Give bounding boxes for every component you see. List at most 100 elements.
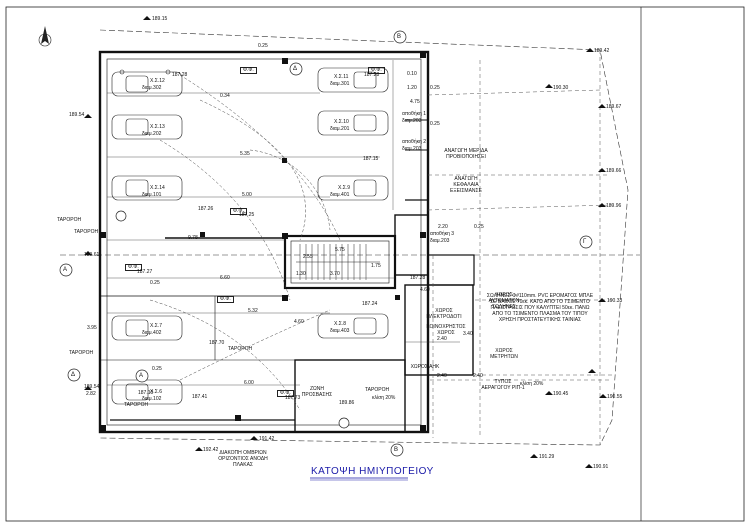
- note-anagogi-2: ΑΝΑΓΩΓΗ ΚΕΦΑΛΑΙΑ ΕΞΕΙΣΜΑΝΣΕ: [450, 176, 482, 194]
- dim-value: 0.25: [258, 43, 268, 49]
- level-value: 191.42: [259, 436, 275, 442]
- level-value: 190.30: [553, 85, 569, 91]
- storage-area: διαμ.203: [402, 118, 422, 124]
- dim-value: 2.40: [437, 373, 447, 379]
- drawing-title: ΚΑΤΟΨΗ ΗΜΙΥΠΟΓΕΙΟΥ: [311, 466, 434, 477]
- zone-label: ΖΩΝΗ ΠΡΟΣΒΑΣΗΣ: [301, 386, 333, 398]
- parking-name: Χ.Σ.9: [338, 185, 350, 191]
- storage-name: αποθήκη 1: [402, 111, 427, 117]
- level-value: 187.15: [363, 156, 379, 162]
- dim-value: 0.25: [474, 224, 484, 230]
- level-value: 189.54: [69, 112, 85, 118]
- sheet-border: [5, 6, 745, 522]
- parking-name: Χ.Σ.14: [150, 185, 165, 191]
- dim-value: 4.60: [294, 319, 304, 325]
- ff-tag: Φ.Φ.: [217, 296, 234, 303]
- axis-label-right: Γ: [583, 239, 587, 245]
- dim-value: 5.35: [240, 151, 250, 157]
- level-value: 187.24: [362, 301, 378, 307]
- parking-name: Χ.Σ.13: [150, 124, 165, 130]
- car-slot-9: [317, 175, 389, 201]
- drainage-label: ΤΑΡΟΡΟΗ: [69, 350, 94, 356]
- dim-value: 0.10: [407, 71, 417, 77]
- dim-value: 5.32: [248, 308, 258, 314]
- dim-value: 6.00: [244, 380, 254, 386]
- dim-value: 0.25: [152, 366, 162, 372]
- drainage-label: ΤΑΡΟΡΟΗ: [228, 346, 253, 352]
- dim-value: 2.55: [303, 254, 313, 260]
- level-value: 189.54: [84, 384, 100, 390]
- axis-label-left-d: Δ: [71, 372, 76, 378]
- ff-tag: Φ.Φ.: [277, 390, 294, 397]
- level-value: 190.45: [553, 391, 569, 397]
- axis-bubble-a2: [135, 369, 149, 383]
- ff-tag: Φ.Φ.: [368, 67, 385, 74]
- axis-label-d2: Δ: [293, 66, 298, 72]
- slope-label: κλίση 20%: [372, 395, 396, 401]
- car-slot-10: [317, 110, 389, 136]
- level-value: 189.42: [594, 48, 610, 54]
- parking-area: διαμ.403: [330, 328, 350, 334]
- note-xoros-auto: ΧΩΡΟΣ ΑΥΤΟΜΑΤΟΝ ΣΩΛΗΝΕΣ: [488, 292, 520, 310]
- level-value: 187.25: [239, 212, 255, 218]
- parking-area: διαμ.302: [142, 85, 162, 91]
- level-value: 189.67: [606, 104, 622, 110]
- room-common: ΚΟΙΝΟΧΡΗΣΤΟΣ ΧΩΡΟΣ: [426, 324, 466, 336]
- drainage-note: ΔΙΑΚΟΠΗ ΟΜΒΡΙΩΝ ΟΡΙΖΟΝΤΙΟΣ ΑΝΟΔΗ ΠΛΑΚΑΣ: [218, 450, 268, 468]
- axis-label-left-a: Α: [63, 267, 68, 273]
- dim-value: 2.40: [437, 336, 447, 342]
- axis-bubble-d2: [289, 62, 303, 76]
- building-walls: [98, 50, 475, 434]
- dim-value: 2.40: [473, 373, 483, 379]
- level-value: 190.33: [607, 298, 623, 304]
- dim-value: 2.20: [438, 224, 448, 230]
- axis-bubble-right: [579, 235, 593, 249]
- level-value: 189.96: [606, 203, 622, 209]
- level-value: 189.61: [84, 252, 100, 258]
- dim-value: 5.75: [335, 247, 345, 253]
- dim-value: 0.25: [150, 280, 160, 286]
- car-slot-7: [111, 315, 183, 341]
- drainage-label: ΤΑΡΟΡΟΗ: [74, 229, 99, 235]
- storage-area: διαμ.203: [430, 238, 450, 244]
- room-electrical: ΧΩΡΟΣ ΗΛΕΚΤΡΟΔΟΤΙ: [426, 308, 462, 320]
- slope-label-2: κλίση 20%: [520, 381, 544, 387]
- level-value: 187.70: [209, 340, 225, 346]
- level-value: 187.28: [172, 72, 188, 78]
- parking-area: διαμ.401: [330, 192, 350, 198]
- room-ahk: ΧΩΡΟΣ ΑΗΚ: [410, 364, 440, 370]
- note-anagogi-1: ΑΝΑΓΩΓΗ ΜΕΡΙΔΑ ΠΡΟΒΙΟΠΟΙΗΣΕΙ: [444, 148, 488, 160]
- level-value: 187.26: [198, 206, 214, 212]
- car-slot-6: [111, 379, 183, 405]
- dim-value: 3.40: [463, 331, 473, 337]
- parking-name: Χ.Σ.12: [150, 78, 165, 84]
- parking-name: Χ.Σ.6: [150, 389, 162, 395]
- car-slot-12: [111, 69, 183, 97]
- ff-tag: Φ.Φ.: [125, 264, 142, 271]
- level-value: 187.28: [364, 72, 380, 78]
- ff-tag: Φ.Φ.: [240, 67, 257, 74]
- level-value: 189.15: [152, 16, 168, 22]
- level-value: 189.86: [339, 400, 355, 406]
- car-slot-11: [317, 67, 389, 93]
- parking-name: Χ.Σ.7: [150, 323, 162, 329]
- level-value: 190.55: [607, 394, 623, 400]
- axis-label-top: Β: [397, 34, 402, 40]
- level-value: 190.91: [593, 464, 609, 470]
- room-meters: ΧΩΡΟΣ ΜΕΤΡΗΤΩΝ: [490, 348, 518, 360]
- parking-name: Χ.Σ.11: [334, 74, 349, 80]
- car-slot-13: [111, 114, 183, 140]
- parking-area: διαμ.402: [142, 330, 162, 336]
- level-value: 189.66: [606, 168, 622, 174]
- level-value: 187.10: [138, 390, 154, 396]
- parking-area: διαμ.202: [142, 131, 162, 137]
- dim-value: 1.75: [371, 263, 381, 269]
- storage-name: αποθήκη 3: [430, 231, 455, 237]
- level-value: 191.29: [539, 454, 555, 460]
- axis-bubble-3: [115, 210, 127, 222]
- drainage-label: ΤΑΡΟΡΟΗ: [365, 387, 390, 393]
- axis-bubble-bottom: [390, 443, 404, 457]
- dim-value: 0.25: [430, 85, 440, 91]
- car-slot-14: [111, 175, 183, 201]
